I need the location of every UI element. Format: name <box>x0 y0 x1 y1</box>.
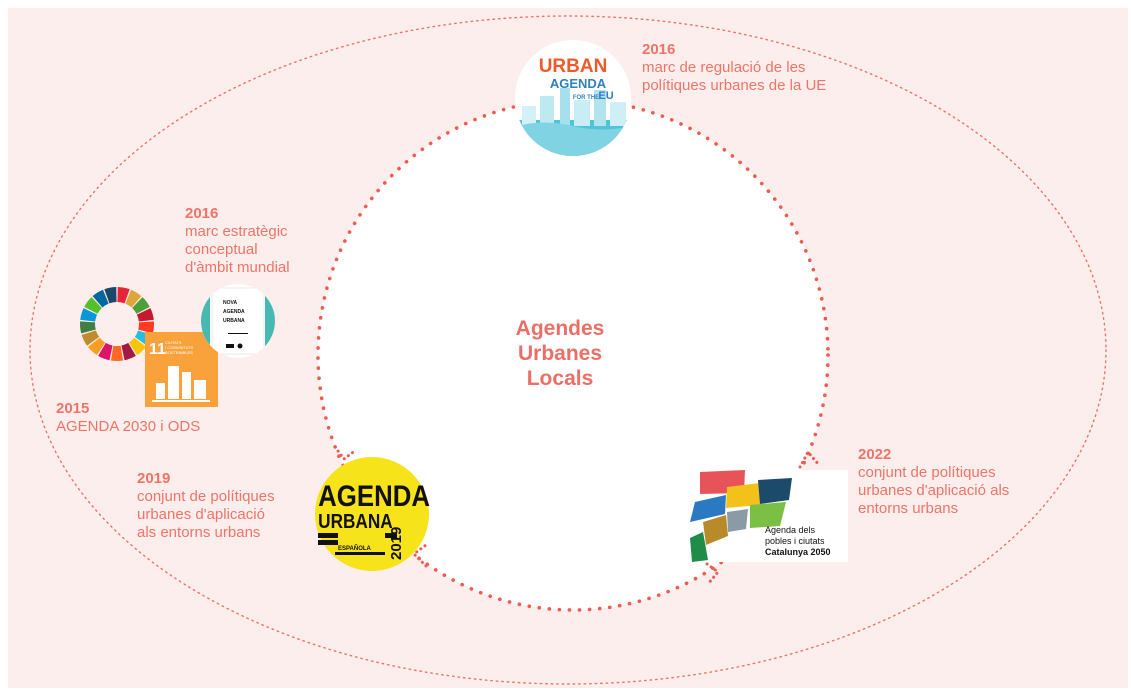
sdg-wheel-segment <box>132 297 150 314</box>
desc-agenda-espanola: conjunt de polítiques urbanes d'aplicaci… <box>137 488 275 541</box>
nova-logo-line1: NOVA <box>223 300 237 306</box>
urban-logo-line4: EU <box>598 90 613 102</box>
sdg-wheel-segment <box>98 342 113 361</box>
sdg-wheel-segment <box>84 297 102 314</box>
sdg-11-line1: CIUTATS <box>165 340 182 345</box>
sdg-wheel-segment <box>117 287 130 304</box>
desc-agenda-2030: AGENDA 2030 i ODS <box>56 418 201 435</box>
arrow-bottom-left-icon <box>411 543 428 568</box>
label-agenda-espanola: 2019 conjunt de polítiques urbanes d'apl… <box>137 470 275 542</box>
sdg-wheel-segment <box>92 289 109 308</box>
outer-ellipse <box>29 15 1107 685</box>
urban-logo-line1: URBAN <box>539 56 608 77</box>
year-2016-eu: 2016 <box>642 41 676 58</box>
urban-logo-line2: AGENDA <box>550 76 607 91</box>
sdg-wheel-segment <box>121 342 136 361</box>
label-nova-agenda: 2016 marc estratègic conceptual d'àmbit … <box>185 205 290 277</box>
sdg-wheel-segment <box>128 337 147 356</box>
sdg-wheel-segment <box>110 345 124 362</box>
sdg-wheel-segment <box>80 321 96 334</box>
arrow-bottom-right-icon <box>705 562 721 586</box>
year-2019: 2019 <box>137 470 171 487</box>
label-agenda-catalunya: 2022 conjunt de polítiques urbanes d'apl… <box>858 446 1009 518</box>
agenda-catalunya-2050-logo: Agenda dels pobles i ciutats Catalunya 2… <box>690 470 848 562</box>
sdg-11-tile: 11 CIUTATS I COMUNITATS SOSTENIBLES <box>145 332 218 407</box>
label-urban-agenda-eu: 2016 marc de regulació de les polítiques… <box>642 41 826 95</box>
sdg-wheel-segment <box>125 289 142 308</box>
desc-urban-agenda-eu: marc de regulació de les polítiques urba… <box>642 59 827 94</box>
sdg-11-line3: SOSTENIBLES <box>165 350 193 355</box>
cat-logo-line2: pobles i ciutats <box>765 536 825 546</box>
sdg-wheel-segment <box>104 287 117 304</box>
label-agenda-2030: 2015 AGENDA 2030 i ODS <box>56 400 200 436</box>
sdg-wheel-segment <box>81 330 100 346</box>
arrow-left-icon <box>333 445 358 462</box>
arrow-right-icon <box>798 449 821 469</box>
cat-logo-line3: Catalunya 2050 <box>765 547 831 557</box>
year-2015: 2015 <box>56 400 90 417</box>
agenda-urbana-espanola-logo: AGENDA URBANA ESPAÑOLA 2019 <box>315 457 430 571</box>
sdg-wheel-segment <box>136 308 154 322</box>
sdg-11-line2: I COMUNITATS <box>165 345 193 350</box>
aue-line2: URBANA <box>318 510 392 533</box>
center-title: Agendes Urbanes Locals <box>515 317 605 390</box>
year-2022: 2022 <box>858 446 892 463</box>
sdg-11-number: 11 <box>149 341 166 358</box>
nova-agenda-urbana-logo: NOVA AGENDA URBANA <box>201 284 275 358</box>
sdg-wheel-segment <box>138 321 154 334</box>
year-2016-global: 2016 <box>185 205 219 222</box>
aue-line1: AGENDA <box>318 479 430 512</box>
sdg-wheel-segment <box>87 337 106 356</box>
desc-nova-agenda: marc estratègic conceptual d'àmbit mundi… <box>185 223 290 276</box>
aue-line3: ESPAÑOLA <box>338 545 372 552</box>
sdg-wheel-logo <box>80 287 154 362</box>
nova-logo-line3: URBANA <box>223 318 245 324</box>
cat-logo-line1: Agenda dels <box>765 525 816 535</box>
desc-agenda-catalunya: conjunt de polítiques urbanes d'aplicaci… <box>858 464 1010 517</box>
sdg-wheel-segment <box>80 308 98 322</box>
aue-line4: 2019 <box>388 527 405 560</box>
nova-logo-line2: AGENDA <box>223 309 245 315</box>
urban-logo-line3: FOR THE <box>573 95 599 101</box>
